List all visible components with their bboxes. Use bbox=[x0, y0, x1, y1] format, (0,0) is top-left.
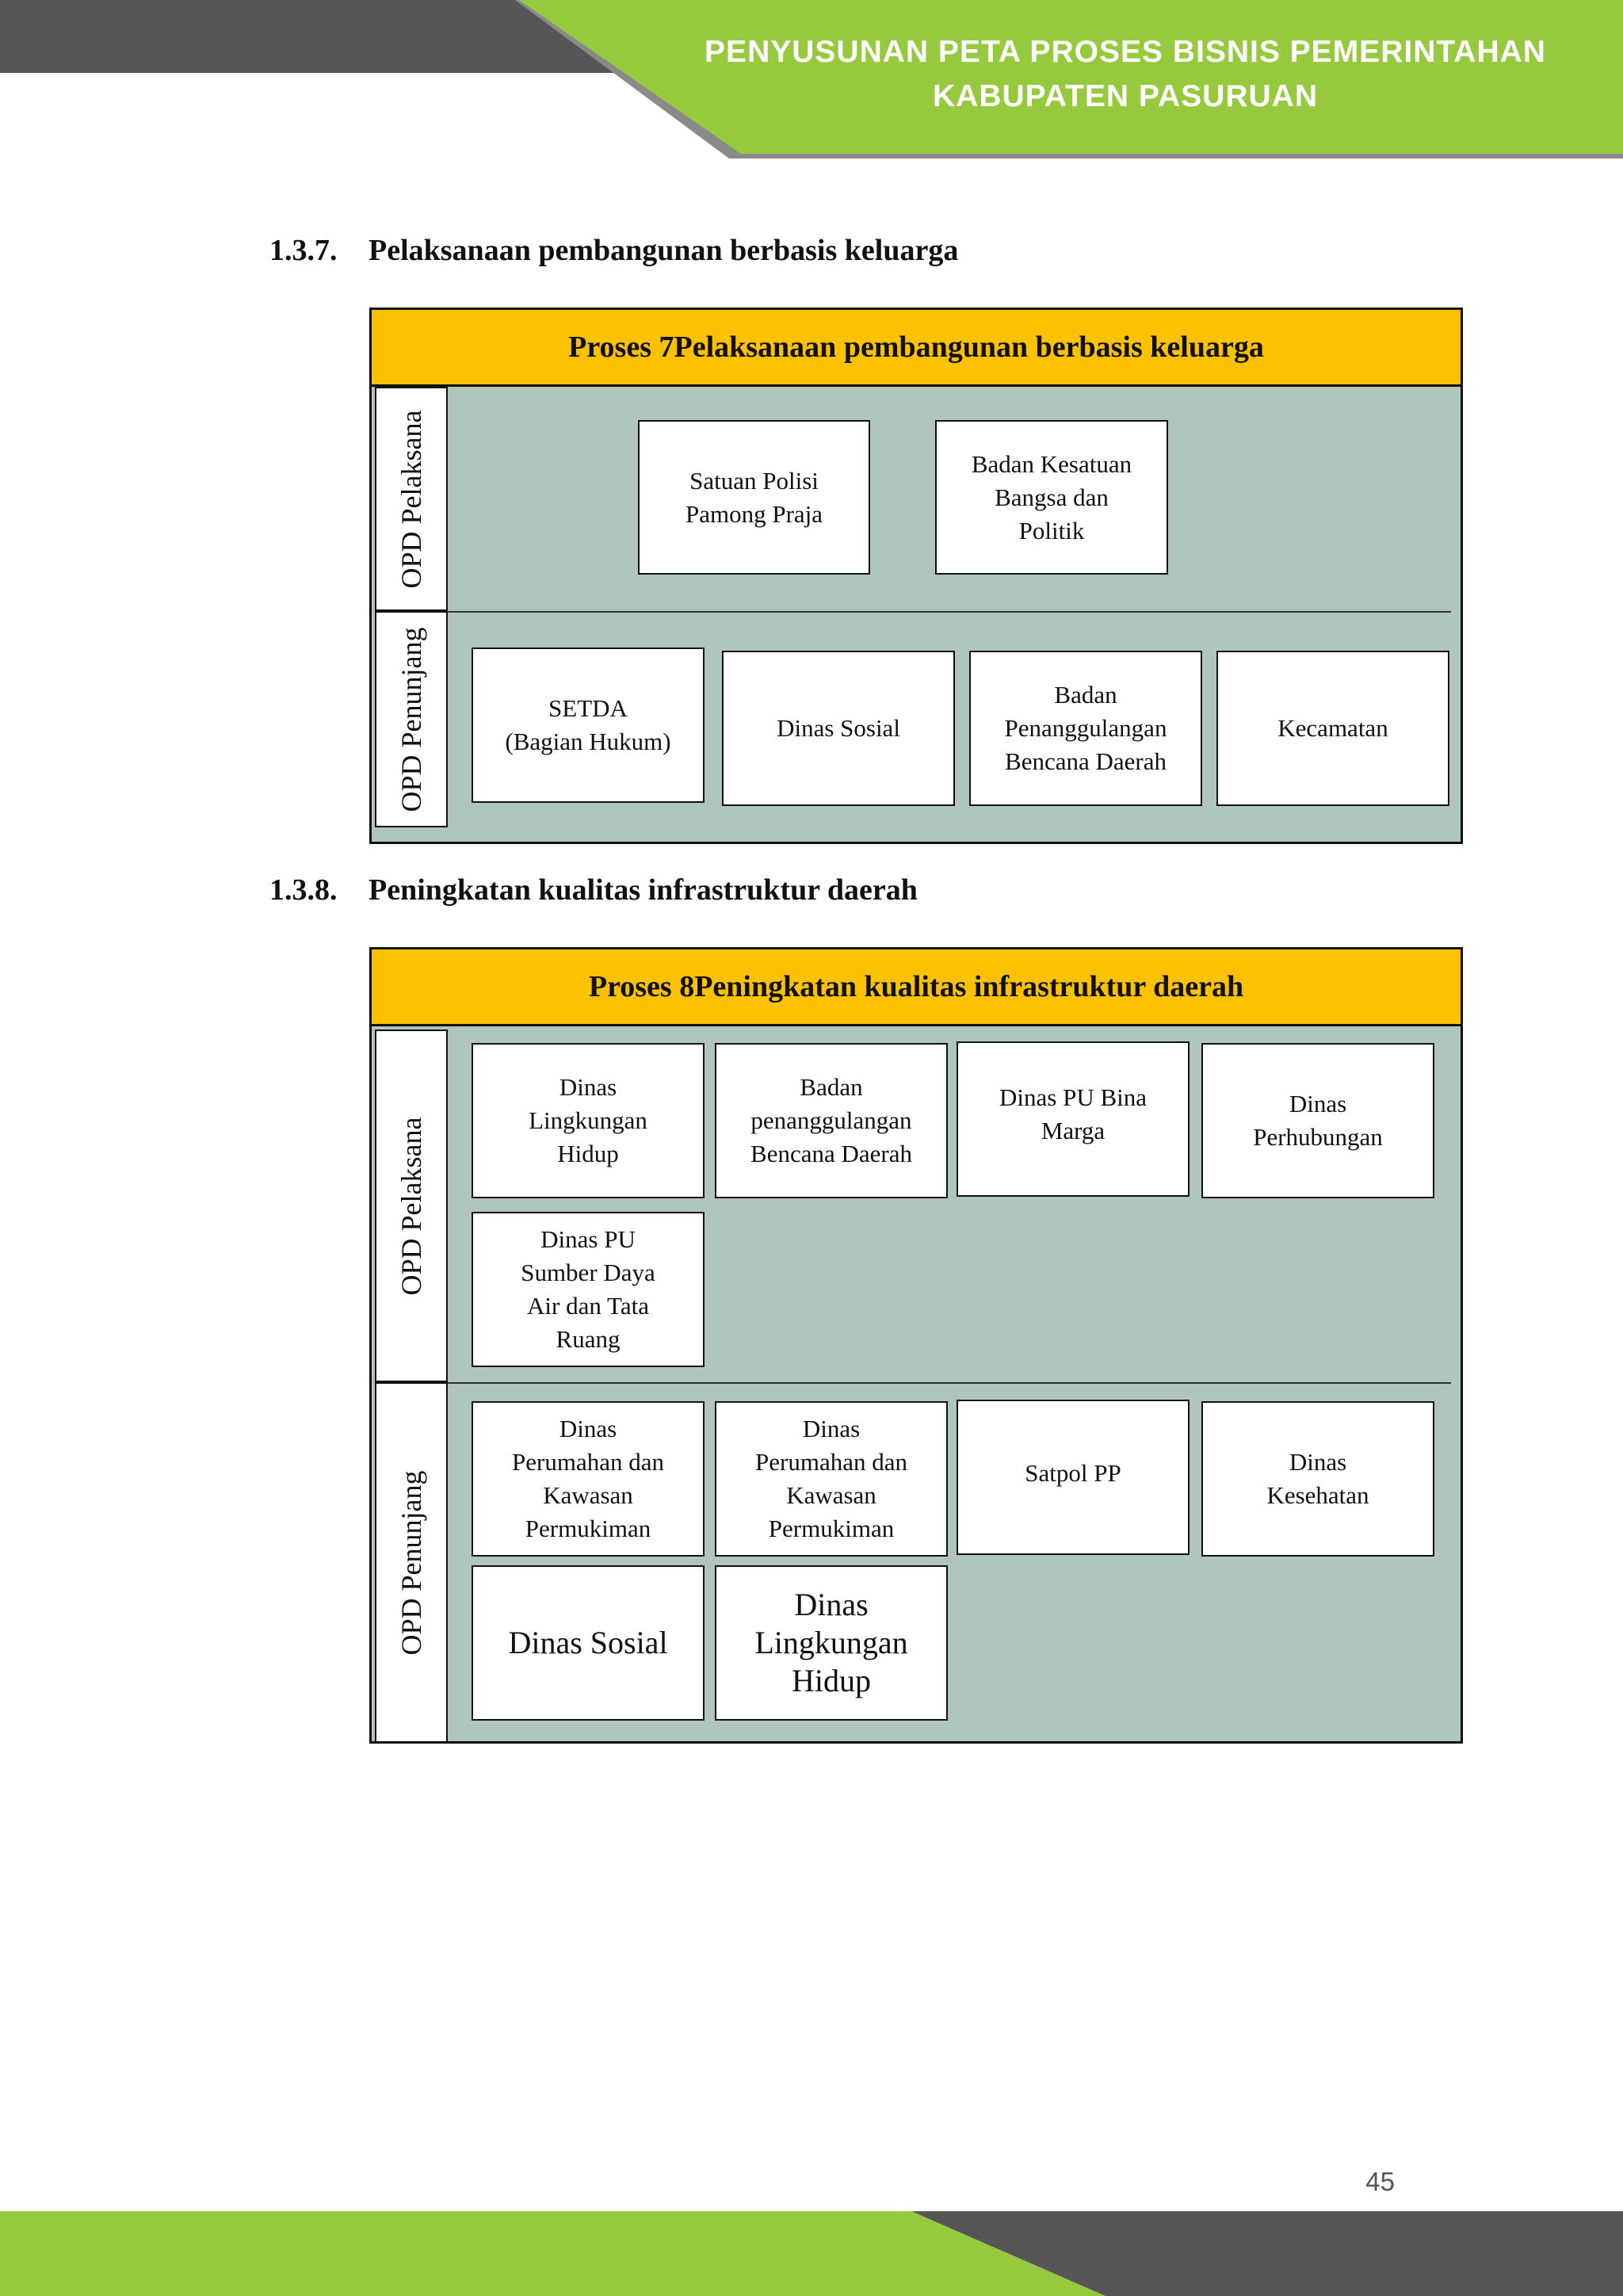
org-box: Dinas PU Bina Marga bbox=[957, 1041, 1190, 1197]
page-number: 45 bbox=[1365, 2167, 1395, 2196]
org-box: Dinas Sosial bbox=[472, 1565, 705, 1721]
org-box: Dinas PU Sumber Daya Air dan Tata Ruang bbox=[472, 1212, 705, 1367]
section-heading: 1.3.8. Peningkatan kualitas infrastruktur… bbox=[269, 873, 918, 907]
process-diagram: Proses 8Peningkatan kualitas infrastrukt… bbox=[369, 947, 1463, 1744]
lane-label-pelaksana: OPD Pelaksana bbox=[375, 1030, 448, 1382]
lane-label-penunjang: OPD Penunjang bbox=[375, 611, 448, 827]
lane-separator bbox=[448, 1382, 1451, 1384]
org-box: Dinas Perumahan dan Kawasan Permukiman bbox=[715, 1401, 948, 1557]
org-box: Dinas Perumahan dan Kawasan Permukiman bbox=[472, 1401, 705, 1557]
section-heading: 1.3.7. Pelaksanaan pembangunan berbasis k… bbox=[269, 233, 958, 268]
section-title-text: Peningkatan kualitas infrastruktur daera… bbox=[369, 873, 918, 907]
org-box: Kecamatan bbox=[1216, 651, 1449, 806]
section-title-text: Pelaksanaan pembangunan berbasis keluarg… bbox=[369, 234, 959, 267]
org-box: Dinas Sosial bbox=[722, 651, 955, 806]
org-box: Dinas Lingkungan Hidup bbox=[472, 1043, 705, 1198]
org-box: SETDA (Bagian Hukum) bbox=[472, 648, 705, 803]
lane-label-text: OPD Pelaksana bbox=[395, 1117, 427, 1295]
section-number: 1.3.8. bbox=[269, 873, 338, 907]
footer-band bbox=[0, 2211, 1623, 2296]
lane-label-pelaksana: OPD Pelaksana bbox=[375, 387, 448, 611]
lane-label-penunjang: OPD Penunjang bbox=[375, 1382, 448, 1743]
lane-label-text: OPD Penunjang bbox=[395, 1470, 427, 1655]
org-box: Badan penanggulangan Bencana Daerah bbox=[715, 1043, 948, 1198]
diagram-title: Proses 8Peningkatan kualitas infrastrukt… bbox=[372, 949, 1461, 1026]
header-band bbox=[0, 0, 1623, 159]
lane-label-text: OPD Penunjang bbox=[395, 627, 427, 812]
document-header-title: PENYUSUNAN PETA PROSES BISNIS PEMERINTAH… bbox=[658, 30, 1593, 119]
lane-separator bbox=[448, 611, 1451, 613]
org-box: Dinas Lingkungan Hidup bbox=[715, 1565, 948, 1721]
org-box: Badan Penanggulangan Bencana Daerah bbox=[969, 651, 1202, 806]
org-box: Satuan Polisi Pamong Praja bbox=[638, 420, 870, 575]
process-diagram: Proses 7Pelaksanaan pembangunan berbasis… bbox=[369, 308, 1463, 844]
header-line-2: KABUPATEN PASURUAN bbox=[933, 79, 1318, 113]
org-box: Dinas Kesehatan bbox=[1201, 1401, 1434, 1557]
org-box: Badan Kesatuan Bangsa dan Politik bbox=[935, 420, 1168, 575]
section-number: 1.3.7. bbox=[269, 234, 338, 267]
header-line-1: PENYUSUNAN PETA PROSES BISNIS PEMERINTAH… bbox=[705, 35, 1546, 69]
org-box: Satpol PP bbox=[957, 1400, 1190, 1555]
diagram-title: Proses 7Pelaksanaan pembangunan berbasis… bbox=[372, 310, 1461, 387]
org-box: Dinas Perhubungan bbox=[1201, 1043, 1434, 1198]
lane-label-text: OPD Pelaksana bbox=[395, 410, 427, 588]
